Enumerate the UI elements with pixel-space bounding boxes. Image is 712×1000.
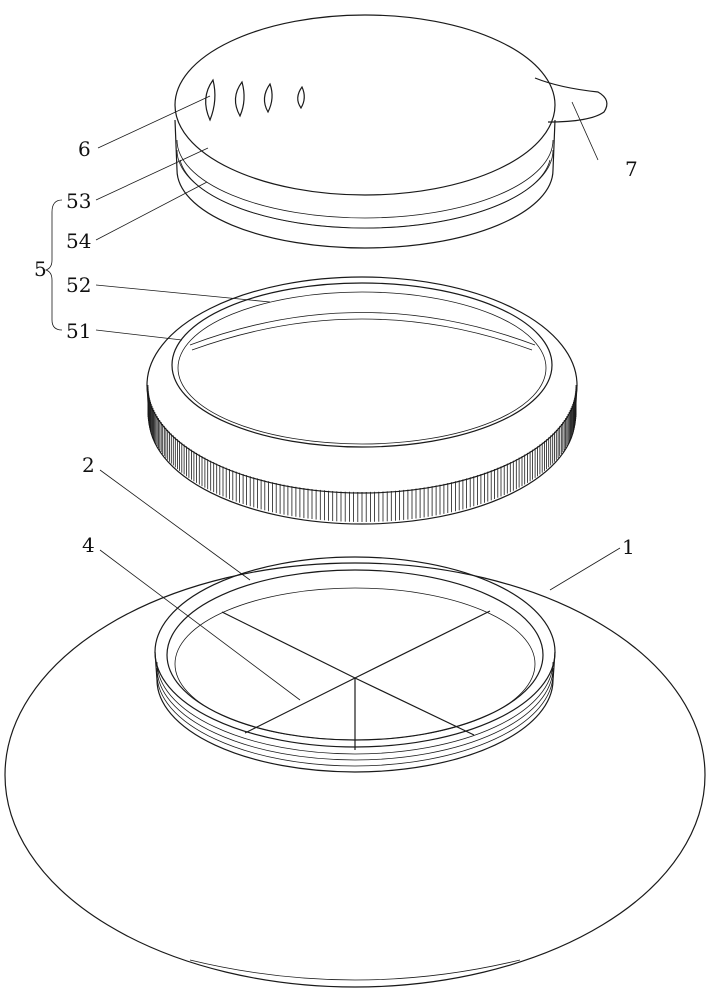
leader-lines — [44, 95, 621, 701]
lid — [174, 14, 608, 249]
label-7: 7 — [625, 157, 638, 181]
knurled-ring — [146, 276, 578, 525]
label-51: 51 — [66, 319, 91, 343]
label-2: 2 — [82, 453, 95, 477]
label-52: 52 — [66, 273, 91, 297]
label-6: 6 — [78, 137, 91, 161]
cross-divider — [221, 610, 491, 750]
label-53: 53 — [66, 189, 91, 213]
sealing-ring — [189, 312, 536, 351]
label-4: 4 — [82, 533, 95, 557]
label-54: 54 — [66, 229, 91, 253]
base-body — [4, 562, 706, 988]
knurling — [147, 385, 577, 522]
vent-slots — [205, 78, 305, 122]
label-5: 5 — [34, 257, 47, 281]
label-1: 1 — [622, 535, 635, 559]
pull-tab — [534, 77, 608, 123]
